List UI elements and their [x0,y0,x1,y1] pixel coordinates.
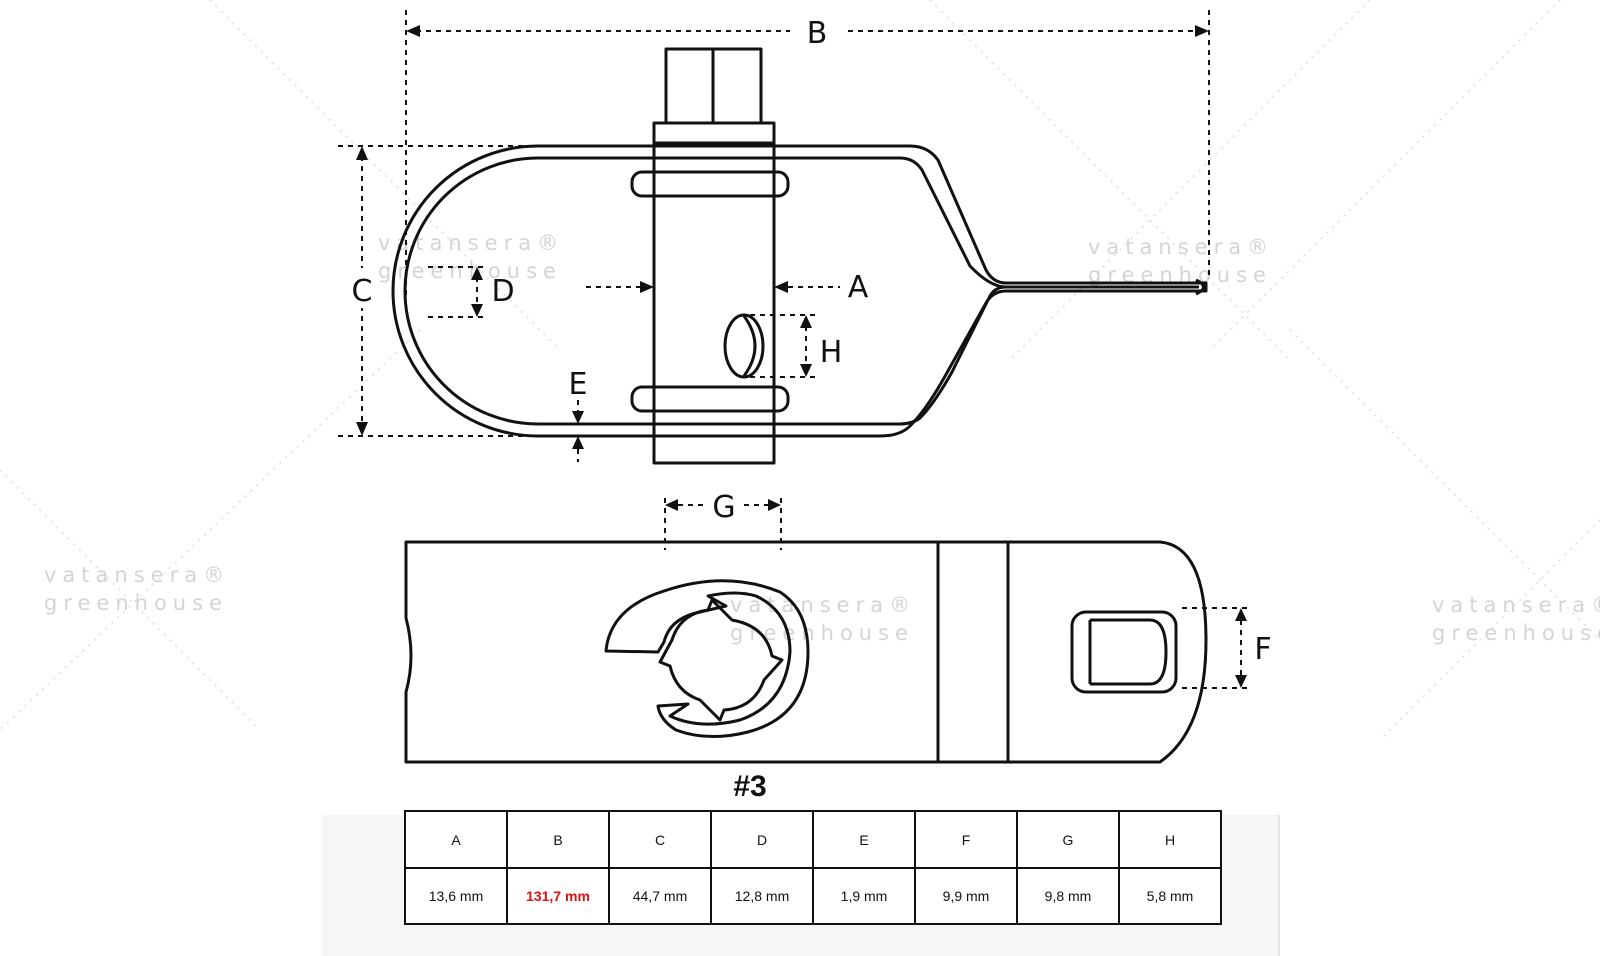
slotted-pin-slot [742,315,757,377]
label-d: D [491,274,514,309]
watermark-diagonals [0,0,1600,741]
table-value-cell: 1,9 mm [812,867,916,925]
flange-bottom [630,385,790,413]
label-a: A [848,270,869,305]
plate-outline [404,540,1208,764]
barrel [652,121,776,465]
model-title: #3 [733,770,767,803]
dimension-a: A [586,270,869,305]
top-view [391,47,1208,465]
watermark-center: vatansera® greenhouse [730,593,914,645]
watermark-top-left: vatansera® greenhouse [378,231,564,283]
watermark-top-right: vatansera® greenhouse [1088,235,1274,287]
table-value-cell: 13,6 mm [404,867,508,925]
watermark-text: vatansera® [1432,593,1600,617]
ratchet-hole [604,579,810,739]
table-header-cell: G [1016,810,1120,869]
table-header-cell: D [710,810,814,869]
table-header-cell: A [404,810,508,869]
table-value-cell: 12,8 mm [710,867,814,925]
dimension-table: A B C D E F G H 13,6 mm 131,7 mm 44,7 mm… [404,810,1222,925]
ratchet-hub [658,598,784,722]
table-header-cell: B [506,810,610,869]
side-view [404,540,1208,764]
watermark-text: greenhouse [1432,621,1600,645]
table-value-cell: 5,8 mm [1118,867,1222,925]
watermark-text: vatansera® [1088,235,1274,259]
label-e: E [569,367,588,402]
label-g: G [712,490,735,525]
dimension-f: F [1182,607,1272,689]
dimension-g: G [664,490,782,550]
watermark-text: greenhouse [44,591,228,615]
slot-outer [1070,610,1178,694]
table-header-cell: H [1118,810,1222,869]
wire-loop-outer [391,144,1208,438]
dimension-c: C [338,145,540,437]
table-header-cell: F [914,810,1018,869]
watermark-text: greenhouse [730,621,914,645]
dimension-h: H [750,314,843,378]
table-value-cell-highlighted: 131,7 mm [506,867,610,925]
watermark-text: vatansera® [378,231,564,255]
label-f: F [1254,632,1271,667]
slotted-pin [723,313,765,379]
slot-inner [1090,618,1168,686]
table-value-cell: 9,9 mm [914,867,1018,925]
table-value-cell: 44,7 mm [608,867,712,925]
table-value-cell: 9,8 mm [1016,867,1120,925]
watermark-left: vatansera® greenhouse [44,563,230,615]
wire-loop-inner [403,156,1199,426]
label-h: H [820,335,843,370]
table-value-row: 13,6 mm 131,7 mm 44,7 mm 12,8 mm 1,9 mm … [404,867,1222,925]
table-header-row: A B C D E F G H [404,810,1222,869]
dimension-d: D [428,266,515,318]
table-header-cell: C [608,810,712,869]
dimension-b: B [405,10,1210,300]
watermark-text: vatansera® [44,563,230,587]
watermark-right: vatansera® greenhouse [1432,593,1600,645]
dimension-e: E [569,367,588,462]
label-c: C [352,274,373,309]
table-header-cell: E [812,810,916,869]
label-b: B [807,16,828,51]
flange-top [630,170,790,198]
wire-tail-tip [1195,278,1205,296]
